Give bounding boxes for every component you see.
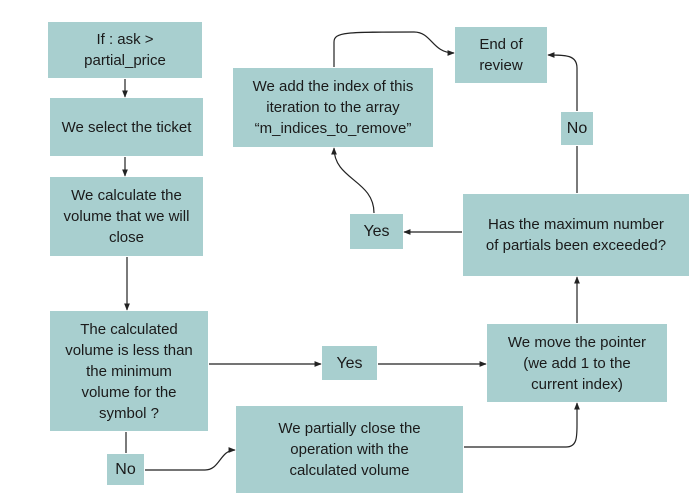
node-no-label-upper: No xyxy=(561,112,593,145)
node-add-index-to-array: We add the index of this iteration to th… xyxy=(233,68,433,147)
node-yes-label-middle: Yes xyxy=(322,346,377,380)
node-select-ticket: We select the ticket xyxy=(50,98,203,156)
node-if-ask-greater-than-partial-price: If : ask > partial_price xyxy=(48,22,202,78)
node-yes-label-upper: Yes xyxy=(350,214,403,249)
connector-yes-to-add-index xyxy=(331,147,375,214)
node-volume-check-decision: The calculated volume is less than the m… xyxy=(50,311,208,431)
connector-no-to-partial-close xyxy=(145,447,236,471)
connector-partial-close-to-move-pointer xyxy=(464,402,580,448)
node-no-label-lower: No xyxy=(107,454,144,485)
connector-no-to-end-review xyxy=(547,52,578,111)
connector-add-index-to-end-review xyxy=(333,31,455,67)
node-move-pointer: We move the pointer (we add 1 to the cur… xyxy=(487,324,667,402)
node-end-of-review: End of review xyxy=(455,27,547,83)
node-max-partials-decision: Has the maximum number of partials been … xyxy=(463,194,689,276)
node-calculate-volume: We calculate the volume that we will clo… xyxy=(50,177,203,256)
node-partial-close: We partially close the operation with th… xyxy=(236,406,463,493)
